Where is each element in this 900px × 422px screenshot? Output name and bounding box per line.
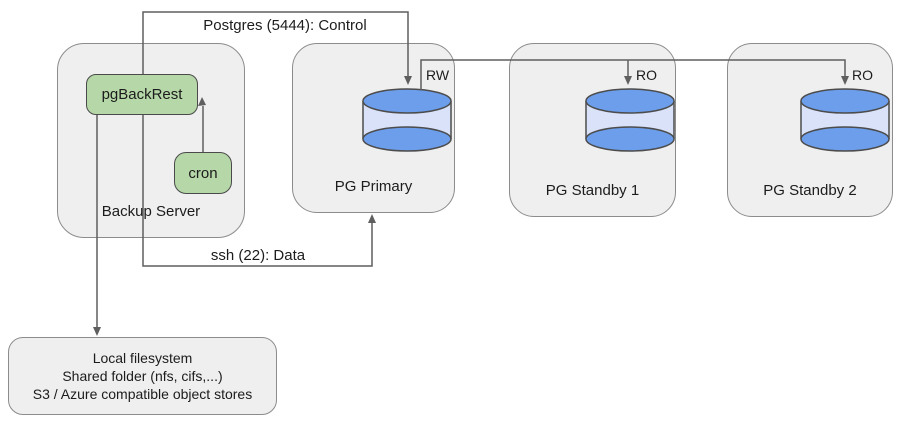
cylinder-bottom — [800, 126, 890, 152]
cylinder-svg — [362, 88, 452, 152]
cron-label: cron — [188, 164, 218, 182]
pg-standby-2-database-cylinder-icon — [800, 88, 890, 152]
cylinder-svg — [800, 88, 890, 152]
standby-2-ro-label: RO — [852, 67, 873, 83]
pgbackrest-label: pgBackRest — [101, 86, 183, 103]
cylinder-top — [585, 88, 675, 114]
cylinder-top — [800, 88, 890, 114]
storage-line-1: Local filesystem — [92, 350, 193, 366]
cylinder-svg — [585, 88, 675, 152]
storage-line-3: S3 / Azure compatible object stores — [32, 386, 253, 402]
backup-server-node: Backup Server — [57, 43, 245, 238]
pg-standby-1-database-cylinder-icon — [585, 88, 675, 152]
primary-rw-label: RW — [426, 67, 450, 83]
ssh-data-edge-label: ssh (22): Data — [210, 247, 306, 264]
pg-primary-database-cylinder-icon — [362, 88, 452, 152]
pgbackrest-node: pgBackRest — [86, 74, 198, 115]
cylinder-sides — [585, 101, 675, 139]
cylinder-bottom — [585, 126, 675, 152]
pg-standby-1-label: PG Standby 1 — [545, 182, 640, 199]
storage-line-2: Shared folder (nfs, cifs,...) — [62, 368, 223, 384]
backup-server-label: Backup Server — [101, 203, 201, 220]
cylinder-sides — [800, 101, 890, 139]
ssh-data-arrowhead-icon — [368, 214, 376, 223]
pg-standby-2-label: PG Standby 2 — [763, 182, 857, 199]
cylinder-top — [362, 88, 452, 114]
standby-1-ro-label: RO — [636, 67, 657, 83]
cylinder-bottom — [362, 126, 452, 152]
pg-primary-label: PG Primary — [334, 178, 413, 195]
storage-arrowhead-icon — [93, 327, 101, 336]
control-edge-label: Postgres (5444): Control — [203, 17, 367, 34]
storage-node: Local filesystem Shared folder (nfs, cif… — [8, 337, 277, 415]
cron-node: cron — [174, 152, 232, 194]
